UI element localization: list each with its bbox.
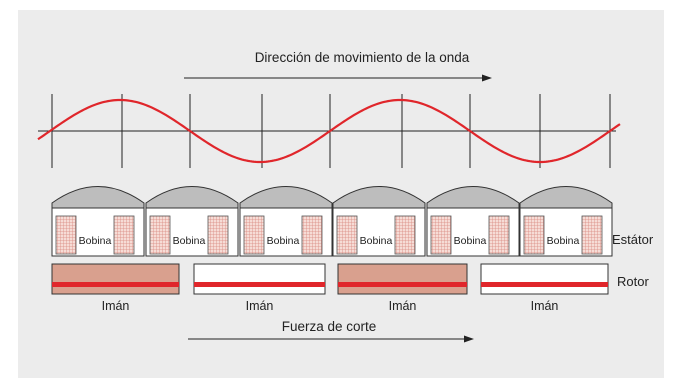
coil-winding xyxy=(394,215,416,255)
rotor-stripe xyxy=(52,282,179,287)
stator: Bobina Bobina Bobina Bobina Bobina Bobina xyxy=(51,186,613,257)
magnet xyxy=(337,263,468,295)
stator-dome xyxy=(145,186,239,209)
coil-label: Bobina xyxy=(454,235,487,247)
rotor-stripe xyxy=(338,282,467,287)
coil-winding xyxy=(301,215,323,255)
stator-dome xyxy=(426,186,520,209)
stator-dome xyxy=(239,186,333,209)
coil-winding xyxy=(430,215,452,255)
magnet xyxy=(193,263,326,295)
coil-winding xyxy=(488,215,510,255)
stator-module: Bobina xyxy=(239,186,333,257)
shear-force-label: Fuerza de corte xyxy=(282,319,377,334)
rotor: Imán Imán Imán Imán xyxy=(51,263,609,313)
wave-direction-label: Dirección de movimiento de la onda xyxy=(255,50,470,65)
rotor-segment: Imán xyxy=(51,263,180,313)
coil-winding xyxy=(243,215,265,255)
stator-module: Bobina xyxy=(145,186,239,257)
stator-dome xyxy=(332,186,426,209)
stator-module: Bobina xyxy=(51,186,145,257)
wave-curve xyxy=(37,98,621,164)
wave-grid xyxy=(38,94,616,168)
stator-label: Estátor xyxy=(612,232,654,247)
magnet-label: Imán xyxy=(102,299,130,313)
rotor-stripe xyxy=(481,282,608,287)
stator-dome xyxy=(51,186,145,209)
rotor-segment: Imán xyxy=(337,263,468,313)
coil-label: Bobina xyxy=(173,235,206,247)
coil-winding xyxy=(207,215,229,255)
coil-winding xyxy=(336,215,358,255)
magnet-label: Imán xyxy=(531,299,559,313)
rotor-stripe xyxy=(194,282,325,287)
rotor-segment: Imán xyxy=(480,263,609,313)
magnet xyxy=(51,263,180,295)
coil-winding xyxy=(523,215,545,255)
rotor-segment: Imán xyxy=(193,263,326,313)
shear-force-arrow xyxy=(188,335,474,343)
coil-winding xyxy=(55,215,77,255)
stator-module: Bobina xyxy=(332,186,426,257)
magnet-label: Imán xyxy=(246,299,274,313)
coil-label: Bobina xyxy=(360,235,393,247)
wave-direction-arrow xyxy=(184,74,492,82)
coil-label: Bobina xyxy=(547,235,580,247)
coil-label: Bobina xyxy=(79,235,112,247)
rotor-label: Rotor xyxy=(617,274,649,289)
stator-module: Bobina xyxy=(426,186,520,257)
coil-winding xyxy=(149,215,171,255)
coil-winding xyxy=(581,215,603,255)
magnet xyxy=(480,263,609,295)
coil-label: Bobina xyxy=(267,235,300,247)
stator-module: Bobina xyxy=(519,186,613,257)
stator-dome xyxy=(519,186,613,209)
magnet-label: Imán xyxy=(389,299,417,313)
coil-winding xyxy=(113,215,135,255)
